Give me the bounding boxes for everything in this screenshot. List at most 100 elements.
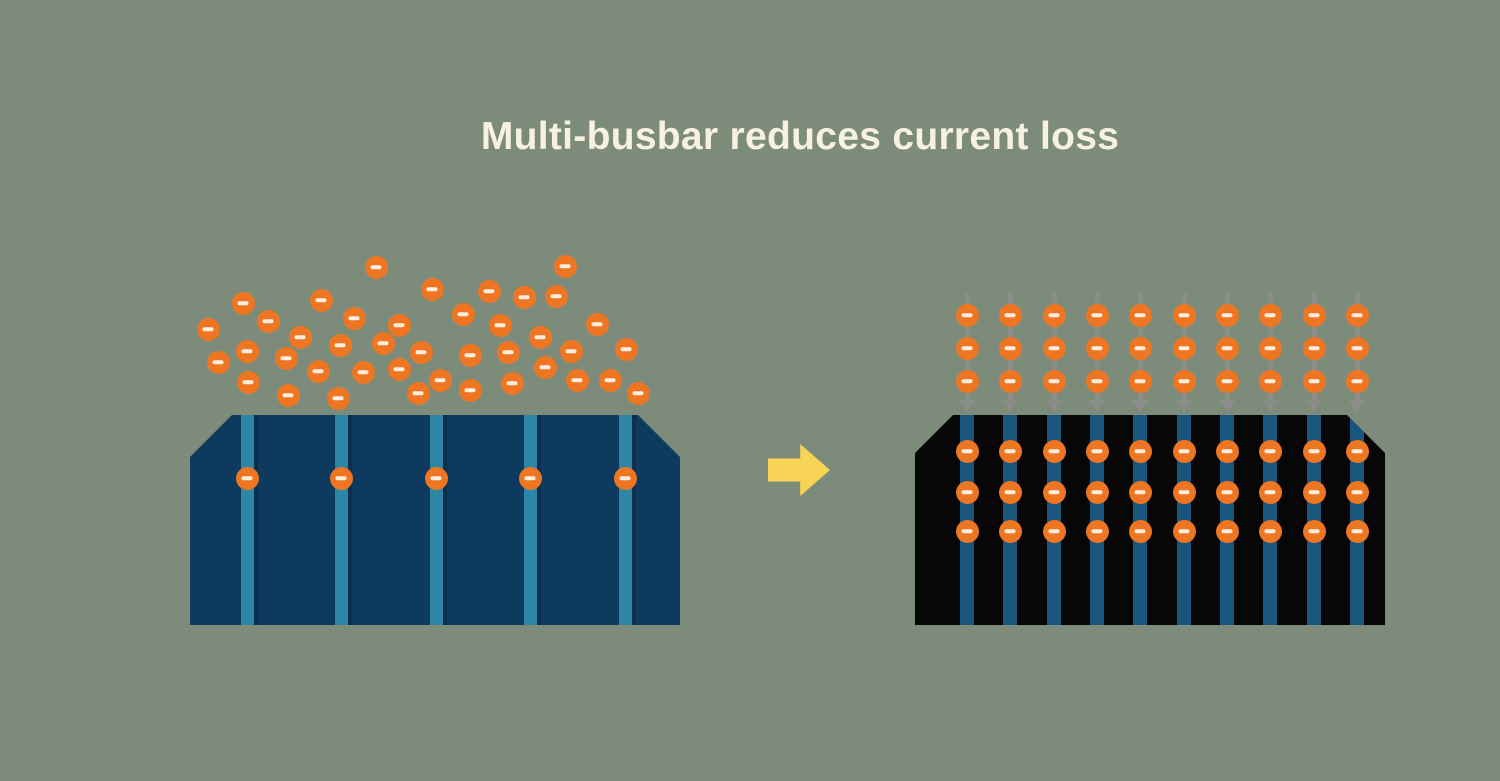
electron-icon — [512, 285, 536, 309]
electron-icon — [387, 357, 411, 381]
down-arrow-head-icon — [1089, 400, 1105, 412]
electron-icon — [424, 466, 448, 490]
electron-icon — [428, 368, 452, 392]
electron-icon — [613, 466, 637, 490]
electron-icon — [565, 368, 589, 392]
electron-icon — [276, 383, 300, 407]
electron-icon — [1172, 439, 1196, 463]
electron-icon — [1345, 336, 1369, 360]
electron-icon — [955, 303, 979, 327]
down-arrow-head-icon — [1349, 400, 1365, 412]
electron-icon — [1345, 439, 1369, 463]
electron-icon — [1085, 439, 1109, 463]
electron-icon — [235, 339, 259, 363]
electron-icon — [1258, 369, 1282, 393]
electron-icon — [1172, 303, 1196, 327]
electron-icon — [1128, 519, 1152, 543]
electron-icon — [1128, 439, 1152, 463]
electron-icon — [326, 386, 350, 410]
electron-icon — [1042, 369, 1066, 393]
electron-icon — [1215, 439, 1239, 463]
down-arrow-head-icon — [1262, 400, 1278, 412]
electron-icon — [544, 284, 568, 308]
busbar — [430, 415, 443, 625]
electron-icon — [351, 360, 375, 384]
electron-icon — [528, 325, 552, 349]
electron-icon — [1172, 336, 1196, 360]
electron-icon — [955, 519, 979, 543]
electron-icon — [306, 359, 330, 383]
electron-icon — [1215, 480, 1239, 504]
electron-icon — [553, 254, 577, 278]
down-arrow-head-icon — [1176, 400, 1192, 412]
electron-icon — [559, 339, 583, 363]
electron-icon — [329, 466, 353, 490]
electron-icon — [955, 336, 979, 360]
electron-icon — [451, 302, 475, 326]
busbar — [524, 415, 537, 625]
electron-icon — [998, 369, 1022, 393]
down-arrow-head-icon — [1219, 400, 1235, 412]
electron-icon — [1345, 480, 1369, 504]
electron-icon — [1085, 480, 1109, 504]
electron-icon — [998, 519, 1022, 543]
electron-icon — [488, 313, 512, 337]
busbar — [241, 415, 254, 625]
electron-icon — [1302, 519, 1326, 543]
electron-icon — [328, 333, 352, 357]
electron-icon — [196, 317, 220, 341]
electron-icon — [1128, 303, 1152, 327]
electron-icon — [955, 369, 979, 393]
electron-icon — [420, 277, 444, 301]
electron-icon — [309, 288, 333, 312]
electron-icon — [288, 325, 312, 349]
electron-icon — [585, 312, 609, 336]
electron-icon — [1128, 336, 1152, 360]
electron-icon — [387, 313, 411, 337]
electron-icon — [1215, 369, 1239, 393]
electron-icon — [1085, 336, 1109, 360]
electron-icon — [1258, 439, 1282, 463]
electron-icon — [1302, 439, 1326, 463]
electron-icon — [236, 370, 260, 394]
electron-icon — [1215, 303, 1239, 327]
electron-icon — [1172, 480, 1196, 504]
solar-cell-few-busbars — [190, 415, 680, 625]
electron-icon — [371, 331, 395, 355]
electron-icon — [614, 337, 638, 361]
electron-icon — [1042, 480, 1066, 504]
electron-icon — [1345, 303, 1369, 327]
electron-icon — [1042, 439, 1066, 463]
electron-icon — [1302, 336, 1326, 360]
electron-icon — [206, 350, 230, 374]
transition-arrow-icon — [768, 444, 830, 496]
electron-icon — [1128, 369, 1152, 393]
electron-icon — [1172, 369, 1196, 393]
electron-icon — [496, 340, 520, 364]
electron-icon — [1302, 369, 1326, 393]
electron-icon — [406, 381, 430, 405]
electron-icon — [1085, 369, 1109, 393]
electron-icon — [231, 291, 255, 315]
electron-icon — [1258, 480, 1282, 504]
electron-icon — [364, 255, 388, 279]
electron-icon — [458, 343, 482, 367]
electron-icon — [1042, 336, 1066, 360]
electron-icon — [500, 371, 524, 395]
electron-icon — [598, 368, 622, 392]
electron-icon — [1172, 519, 1196, 543]
electron-icon — [626, 381, 650, 405]
electron-icon — [1215, 336, 1239, 360]
electron-icon — [477, 279, 501, 303]
electron-icon — [1258, 336, 1282, 360]
electron-icon — [1042, 303, 1066, 327]
electron-icon — [1302, 303, 1326, 327]
electron-icon — [1302, 480, 1326, 504]
busbar — [335, 415, 348, 625]
electron-icon — [235, 466, 259, 490]
electron-icon — [533, 355, 557, 379]
electron-icon — [256, 309, 280, 333]
diagram-title: Multi-busbar reduces current loss — [480, 115, 1120, 158]
electron-icon — [342, 306, 366, 330]
